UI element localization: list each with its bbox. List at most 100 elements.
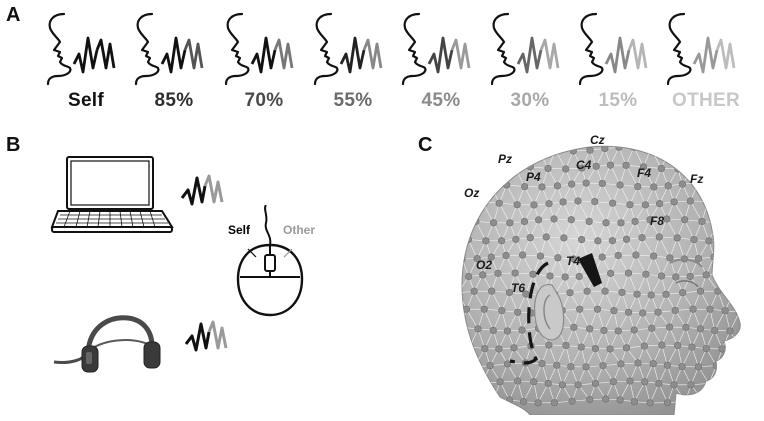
electrode-dot bbox=[534, 146, 542, 153]
electrode-dot bbox=[641, 201, 650, 209]
electrode-dot bbox=[670, 381, 678, 389]
electrode-dot bbox=[482, 237, 490, 245]
electrode-dot bbox=[657, 164, 665, 173]
electrode-dot bbox=[617, 219, 625, 227]
electrode-dot bbox=[720, 269, 728, 277]
electrode-dot bbox=[639, 163, 648, 171]
mouse-other-label: Other bbox=[283, 223, 316, 237]
electrode-dot bbox=[586, 325, 594, 333]
sound-wave-icon bbox=[180, 174, 224, 206]
electrode-dot bbox=[566, 289, 574, 297]
electrode-dot bbox=[521, 182, 529, 191]
electrode-dot bbox=[718, 345, 726, 353]
electrode-dot bbox=[462, 363, 464, 371]
electrode-dot bbox=[586, 146, 594, 154]
electrode-dot bbox=[481, 162, 490, 170]
electrode-dot bbox=[727, 251, 735, 260]
electrode-dot bbox=[569, 255, 578, 263]
electrode-dot bbox=[535, 216, 543, 224]
electrode-dot bbox=[641, 378, 649, 386]
sound-wave-icon bbox=[184, 320, 228, 352]
electrode-dot bbox=[519, 251, 527, 259]
electrode-dot bbox=[655, 379, 663, 388]
mouse-icon bbox=[236, 205, 304, 317]
electrode-dot bbox=[490, 146, 498, 153]
electrode-dot bbox=[633, 290, 641, 298]
electrode-dot bbox=[735, 161, 741, 169]
electrode-dot bbox=[689, 305, 697, 313]
electrode-dot bbox=[593, 305, 602, 313]
electrode-dot bbox=[657, 272, 666, 280]
electrode-dot bbox=[511, 269, 519, 277]
electrode-dot bbox=[553, 182, 562, 190]
electrode-dot bbox=[518, 326, 526, 334]
morph-step-label: 30% bbox=[510, 90, 550, 111]
electrode-dot bbox=[713, 395, 721, 403]
electrode-dot bbox=[474, 325, 482, 333]
electrode-dot bbox=[550, 215, 558, 223]
electrode-dot bbox=[640, 342, 648, 350]
electrode-dot bbox=[697, 146, 705, 154]
electrode-dot bbox=[488, 287, 496, 295]
electrode-dot bbox=[559, 198, 567, 206]
electrode-dot bbox=[672, 273, 680, 281]
speaker-profile-icon bbox=[401, 12, 471, 86]
speaker-profile-icon bbox=[578, 12, 648, 86]
electrode-dot bbox=[718, 161, 726, 169]
electrode-dot bbox=[614, 251, 622, 260]
electrode-label-f4: F4 bbox=[637, 166, 652, 180]
morph-step: 30% bbox=[484, 10, 576, 120]
electrode-dot bbox=[642, 270, 650, 278]
electrode-dot bbox=[575, 272, 583, 281]
electrode-dot bbox=[495, 199, 503, 207]
electrode-dot bbox=[567, 363, 575, 371]
electrode-dot bbox=[594, 237, 602, 245]
electrode-dot bbox=[498, 307, 506, 315]
electrode-dot bbox=[614, 327, 622, 335]
electrode-dot bbox=[702, 271, 710, 279]
electrode-dot bbox=[678, 180, 687, 188]
electrode-dot bbox=[729, 288, 738, 297]
electrode-dot bbox=[512, 235, 520, 243]
electrode-dot bbox=[494, 269, 502, 277]
electrode-label-fz: Fz bbox=[690, 172, 704, 186]
morph-step: 15% bbox=[572, 10, 664, 120]
electrode-dot bbox=[616, 396, 624, 404]
electrode-dot bbox=[647, 146, 655, 153]
electrode-dot bbox=[520, 217, 529, 226]
electrode-dot bbox=[674, 341, 682, 350]
electrode-dot bbox=[567, 216, 575, 224]
electrode-dot bbox=[682, 147, 690, 155]
electrode-dot bbox=[599, 362, 607, 370]
electrode-dot bbox=[486, 179, 494, 188]
electrode-dot bbox=[663, 361, 671, 369]
electrode-label-f8: F8 bbox=[650, 214, 665, 228]
electrode-dot bbox=[503, 327, 512, 335]
morph-step-label: Self bbox=[67, 90, 105, 111]
morph-step: 85% bbox=[128, 10, 220, 120]
electrode-dot bbox=[462, 397, 463, 405]
electrode-dot bbox=[592, 162, 600, 170]
electrode-dot bbox=[470, 287, 478, 295]
electrode-dot bbox=[480, 305, 488, 313]
electrode-dot bbox=[602, 395, 610, 403]
electrode-dot bbox=[473, 396, 481, 404]
electrode-dot bbox=[544, 164, 552, 173]
electrode-dot bbox=[474, 146, 482, 154]
electrode-dot bbox=[673, 234, 681, 242]
electrode-dot bbox=[663, 215, 671, 223]
laptop-icon bbox=[50, 156, 174, 233]
electrode-dot bbox=[608, 237, 617, 245]
electrode-dot bbox=[526, 234, 534, 242]
electrode-dot bbox=[665, 146, 673, 154]
panel-label-c: C bbox=[418, 134, 433, 156]
electrode-dot bbox=[466, 164, 474, 172]
electrode-dot bbox=[530, 378, 538, 386]
electrode-dot bbox=[654, 308, 662, 316]
electrode-dot bbox=[518, 146, 527, 151]
electrode-dot bbox=[562, 165, 570, 173]
electrode-dot bbox=[606, 345, 614, 353]
electrode-dot bbox=[696, 287, 705, 295]
electrode-dot bbox=[546, 272, 554, 280]
electrode-dot bbox=[470, 363, 479, 371]
